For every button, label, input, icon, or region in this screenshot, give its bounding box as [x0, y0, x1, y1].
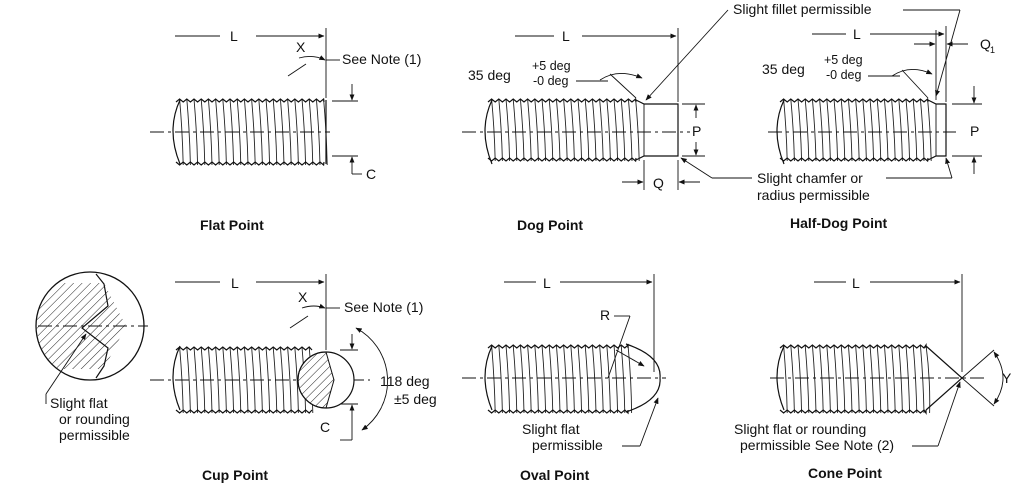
- chamfer-note-1: Slight chamfer or: [757, 170, 863, 186]
- radius-leader: [607, 315, 631, 379]
- break-line: [172, 345, 181, 411]
- half-dog-end: [927, 99, 947, 161]
- break-line: [484, 345, 493, 411]
- tol-minus-label: -0 deg: [533, 74, 568, 88]
- thread-body: [487, 343, 633, 415]
- caption-cup-point: Cup Point: [202, 467, 268, 483]
- half-dog-point-figure: L Q 1 35 deg +5 deg -0 deg P Half-Dog Po…: [762, 26, 995, 231]
- tol-plus-label: +5 deg: [824, 53, 863, 67]
- cup-note-3: permissible: [59, 427, 130, 443]
- p-label: P: [970, 123, 979, 139]
- angle-arc: [599, 73, 643, 81]
- x-label: X: [296, 39, 306, 55]
- see-note-label: See Note (1): [344, 299, 423, 315]
- angle-arc: [298, 55, 326, 61]
- tol-minus-label: -0 deg: [826, 68, 861, 82]
- angle-y-arc: [993, 351, 1004, 405]
- cup-section: [297, 351, 335, 409]
- angle-arc: [301, 303, 326, 309]
- angle-118-arc: [355, 327, 389, 431]
- note-leader: [45, 333, 87, 395]
- chamfer-leader: [289, 315, 309, 329]
- q1-label: Q: [980, 36, 991, 52]
- fillet-leader: [645, 9, 729, 101]
- length-label: L: [231, 275, 239, 291]
- y-label: Y: [1002, 370, 1012, 386]
- break-line: [776, 345, 785, 411]
- length-label: L: [230, 28, 238, 44]
- flat-point-figure: L X See Note (1) C Flat Point: [150, 28, 421, 233]
- caption-oval-point: Oval Point: [520, 467, 590, 483]
- note-leader: [937, 381, 961, 447]
- cone-note-1: Slight flat or rounding: [734, 421, 866, 437]
- cone-note-2: permissible See Note (2): [740, 437, 894, 453]
- radius-arrow: [615, 349, 645, 367]
- angle-tol-label: ±5 deg: [394, 391, 437, 407]
- caption-flat-point: Flat Point: [200, 217, 264, 233]
- caption-dog-point: Dog Point: [517, 217, 583, 233]
- r-label: R: [600, 307, 610, 323]
- angle-35-label: 35 deg: [762, 61, 805, 77]
- length-label: L: [852, 275, 860, 291]
- length-label: L: [853, 26, 861, 42]
- thread-body: [779, 343, 931, 415]
- cup-detail-figure: Slight flat or rounding permissible: [35, 271, 148, 443]
- cone-point-figure: L Y Slight flat or rounding permissible …: [734, 274, 1012, 481]
- chamfer-line: [901, 69, 929, 99]
- cup-profile: [81, 273, 109, 379]
- cone-extension: [961, 349, 995, 379]
- oval-end: [625, 343, 661, 413]
- angle-arc: [891, 69, 933, 77]
- break-line: [172, 99, 181, 165]
- fillet-note: Slight fillet permissible: [733, 1, 872, 17]
- cup-point-figure: L X See Note (1) C 118 deg ±5 deg Cup Po…: [150, 274, 437, 483]
- cone-extension: [961, 377, 995, 407]
- c-label: C: [320, 419, 330, 435]
- angle-118-label: 118 deg: [380, 373, 430, 389]
- chamfer-line: [609, 73, 637, 99]
- chamfer-leader: [945, 157, 953, 179]
- chamfer-leader: [287, 63, 307, 77]
- x-label: X: [298, 289, 308, 305]
- cup-note-2: or rounding: [59, 411, 130, 427]
- chamfer-note-2: radius permissible: [757, 187, 870, 203]
- dog-end: [635, 99, 679, 161]
- thread-body: [487, 97, 640, 163]
- caption-cone-point: Cone Point: [808, 465, 882, 481]
- p-label: P: [692, 123, 701, 139]
- q1-subscript: 1: [990, 45, 995, 55]
- break-line: [776, 99, 785, 165]
- caption-half-dog-point: Half-Dog Point: [790, 215, 888, 231]
- length-label: L: [543, 275, 551, 291]
- break-line: [484, 99, 493, 165]
- dog-point-figure: L 35 deg +5 deg -0 deg Slight fillet per…: [462, 1, 961, 233]
- tol-plus-label: +5 deg: [532, 59, 571, 73]
- thread-body: [779, 97, 932, 163]
- fillet-leader: [935, 9, 961, 97]
- see-note-label: See Note (1): [342, 51, 421, 67]
- length-label: L: [562, 28, 570, 44]
- c-label: C: [366, 166, 376, 182]
- oval-note-1: Slight flat: [522, 421, 580, 437]
- chamfer-leader: [680, 157, 713, 179]
- note-leader: [639, 397, 659, 447]
- oval-point-figure: L R Slight flat permissible Oval Point: [462, 274, 666, 483]
- angle-35-label: 35 deg: [468, 67, 511, 83]
- oval-note-2: permissible: [532, 437, 603, 453]
- cup-note-1: Slight flat: [50, 395, 108, 411]
- q-label: Q: [653, 175, 664, 191]
